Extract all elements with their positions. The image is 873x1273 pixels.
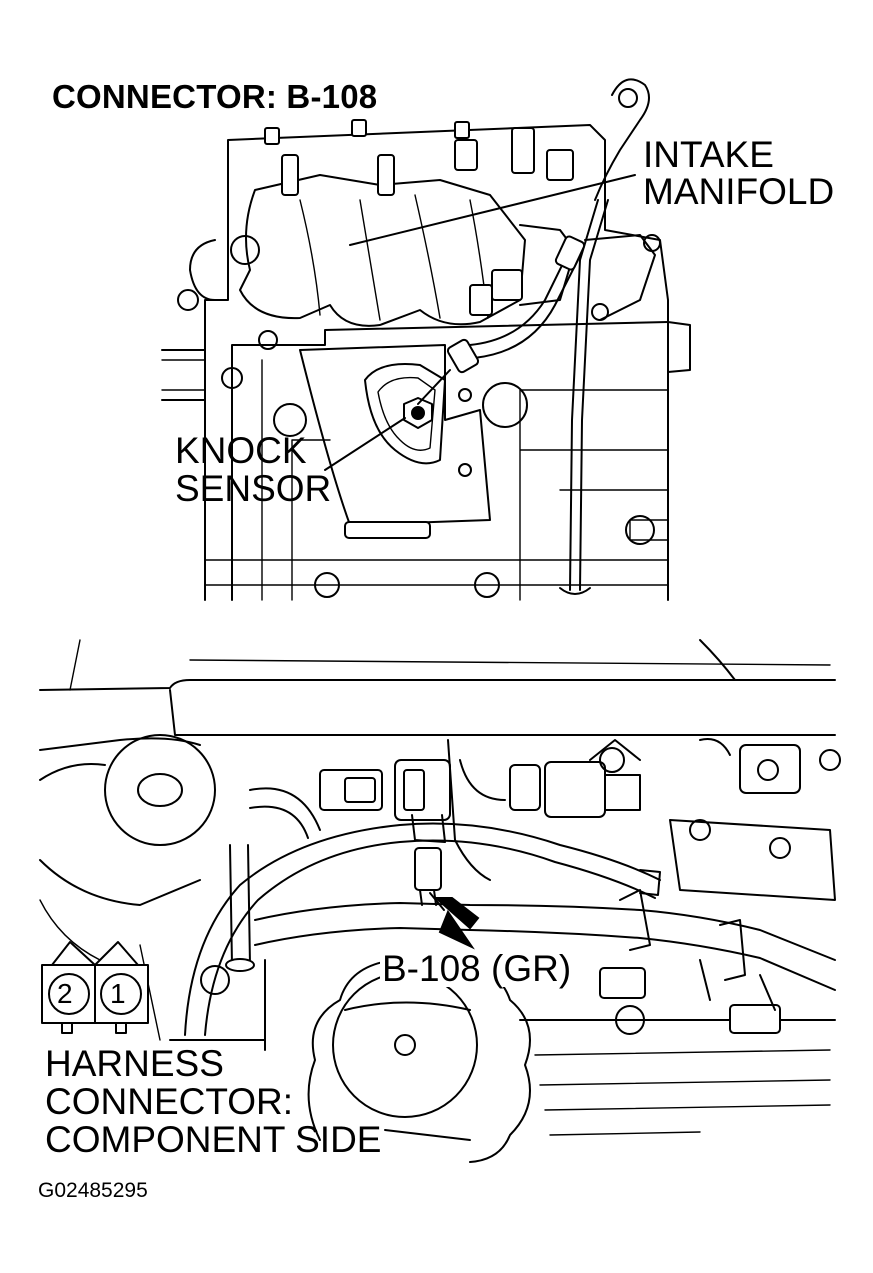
knock-sensor-label-line2: SENSOR xyxy=(175,468,332,509)
intake-manifold-label-line2: MANIFOLD xyxy=(643,171,835,212)
figure-code: G02485295 xyxy=(38,1179,148,1202)
engine-top-view xyxy=(161,78,691,601)
connector-b108-label: B-108 (GR) xyxy=(380,948,574,989)
harness-label-line2: CONNECTOR: xyxy=(45,1081,294,1122)
harness-connector-symbol xyxy=(41,941,149,1034)
pin-2-label: 2 xyxy=(57,978,73,1009)
engine-bottom-view xyxy=(39,639,841,1163)
diagram-title: CONNECTOR: B-108 xyxy=(52,78,378,115)
knock-sensor-label-line1: KNOCK xyxy=(175,430,307,471)
pin-1-label: 1 xyxy=(110,978,126,1009)
intake-manifold-label-line1: INTAKE xyxy=(643,134,774,175)
harness-label-line1: HARNESS xyxy=(45,1043,224,1084)
harness-label-line3: COMPONENT SIDE xyxy=(45,1119,382,1160)
